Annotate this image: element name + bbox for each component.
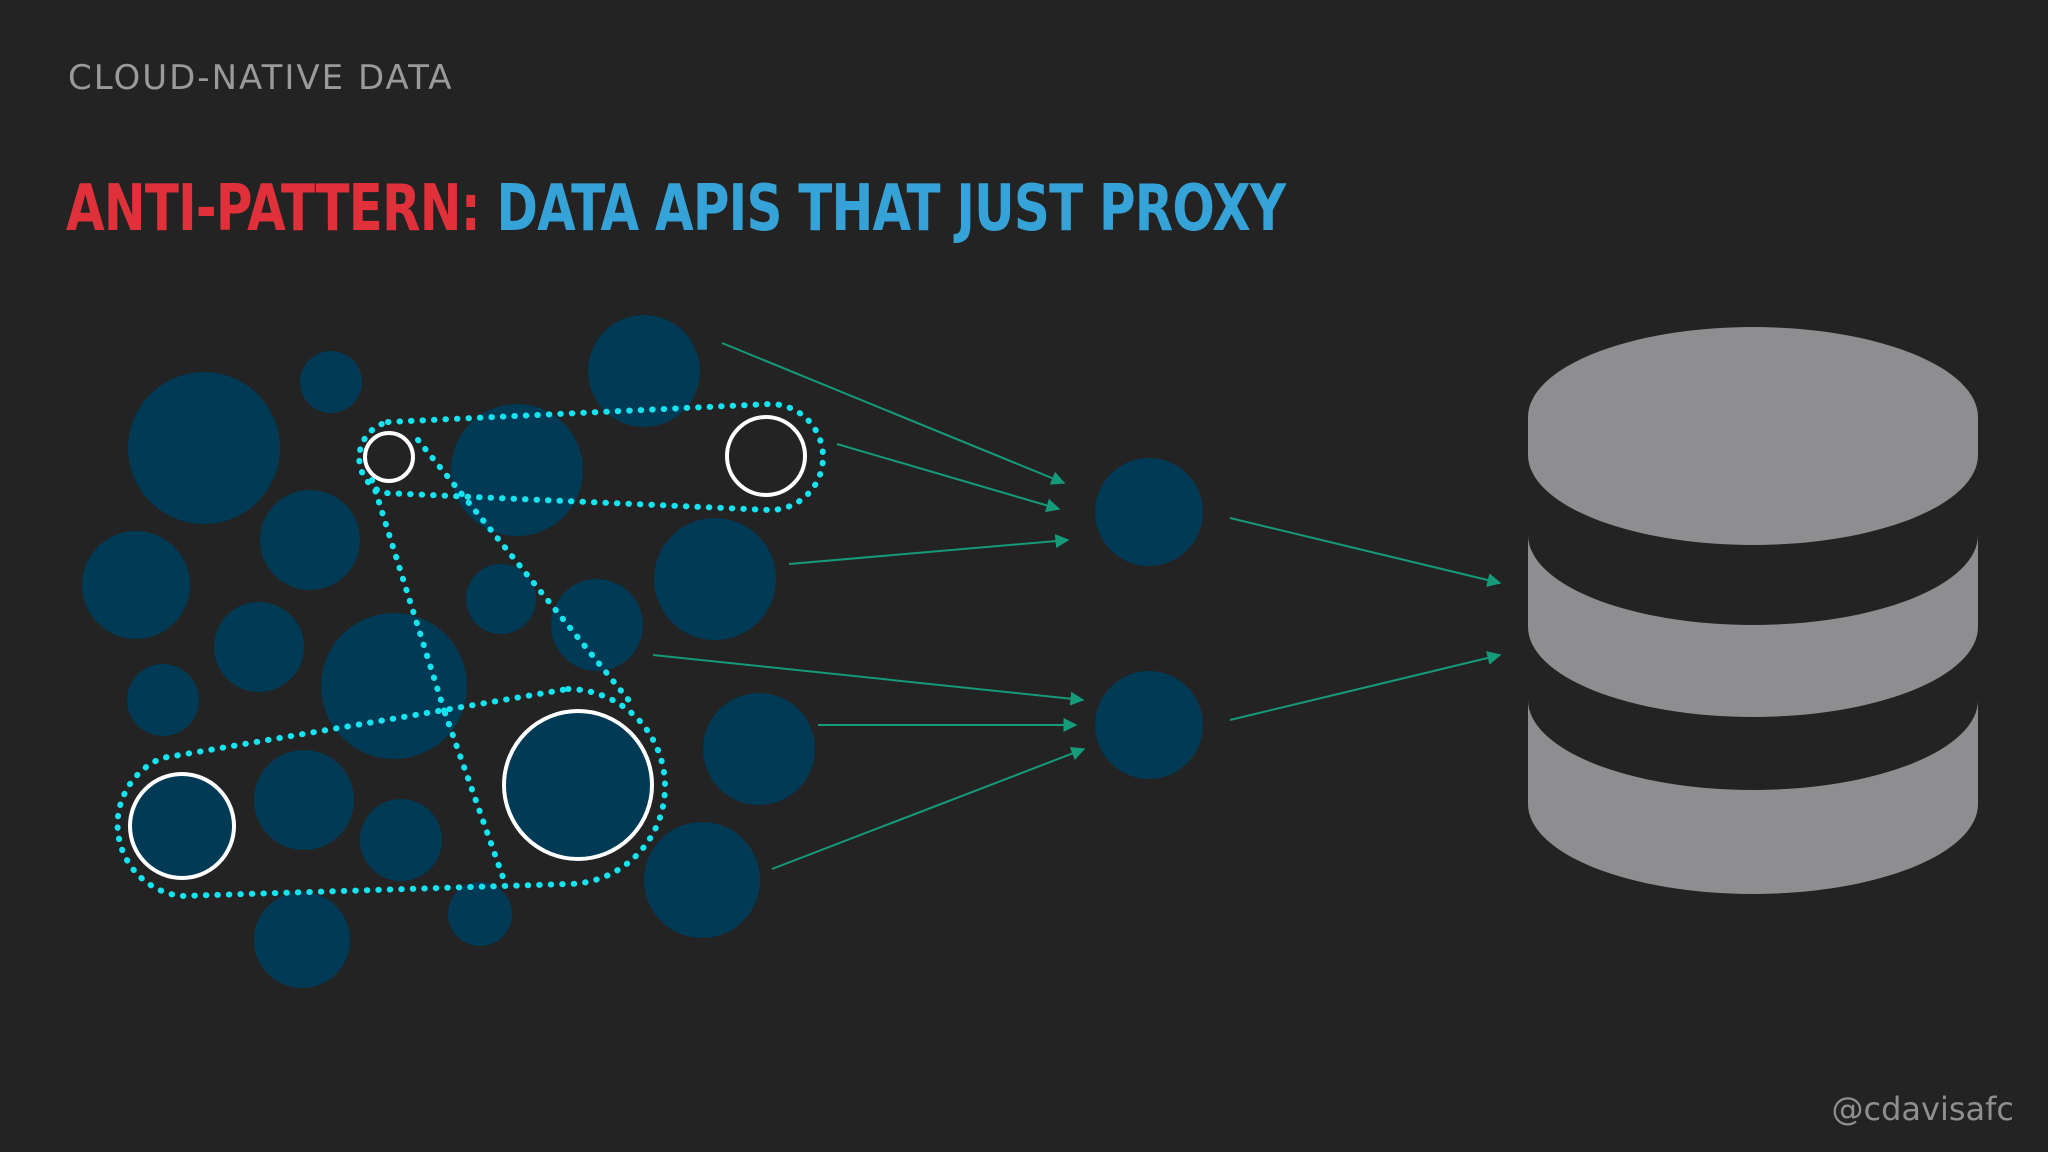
slide-kicker: CLOUD-NATIVE DATA: [68, 58, 454, 98]
arrow: [1229, 651, 1502, 721]
dependency-link-down: [442, 710, 508, 886]
service-node: [448, 882, 512, 946]
service-node: [300, 351, 362, 413]
arrow: [771, 746, 1086, 870]
title-prefix: ANTI-PATTERN:: [66, 172, 481, 246]
service-node: [644, 822, 760, 938]
arrow: [836, 443, 1061, 513]
arrow: [652, 654, 1085, 706]
arrow: [1229, 517, 1502, 587]
service-node: [321, 613, 467, 759]
highlight-ring: [725, 415, 807, 497]
dependency-chains: [114, 400, 826, 900]
dependency-loop-top: [356, 400, 826, 514]
highlight-ring: [363, 431, 415, 483]
highlight-ring: [502, 709, 654, 861]
dependency-loop-bottom: [114, 685, 668, 900]
arrow: [788, 534, 1070, 565]
arrow: [721, 342, 1066, 485]
dependency-link-right: [415, 437, 638, 711]
database-top-disc: [1528, 327, 1978, 545]
slide-title: ANTI-PATTERN: DATA APIS THAT JUST PROXY: [66, 172, 1287, 246]
database-bottom-disc: [1528, 700, 1978, 894]
service-node: [588, 315, 700, 427]
service-node: [82, 531, 190, 639]
request-arrows: [652, 342, 1502, 870]
service-node: [254, 750, 354, 850]
proxy-api-node: [1095, 458, 1203, 566]
author-handle: @cdavisafc: [1831, 1090, 2014, 1128]
service-node: [466, 564, 536, 634]
service-node: [254, 892, 350, 988]
database-icon: [1528, 327, 1978, 894]
service-node: [360, 799, 442, 881]
service-node: [703, 693, 815, 805]
service-node: [128, 372, 280, 524]
service-node: [127, 664, 199, 736]
highlight-ring: [128, 772, 236, 880]
service-node: [214, 602, 304, 692]
database-middle-disc: [1528, 535, 1978, 717]
title-main: DATA APIS THAT JUST PROXY: [479, 172, 1287, 246]
proxy-apis: [1095, 458, 1203, 779]
microservice-cluster: [82, 315, 815, 988]
service-node: [260, 490, 360, 590]
service-node: [551, 579, 643, 671]
service-node: [451, 404, 583, 536]
highlighted-services: [128, 415, 807, 880]
proxy-api-node: [1095, 671, 1203, 779]
service-node: [654, 518, 776, 640]
